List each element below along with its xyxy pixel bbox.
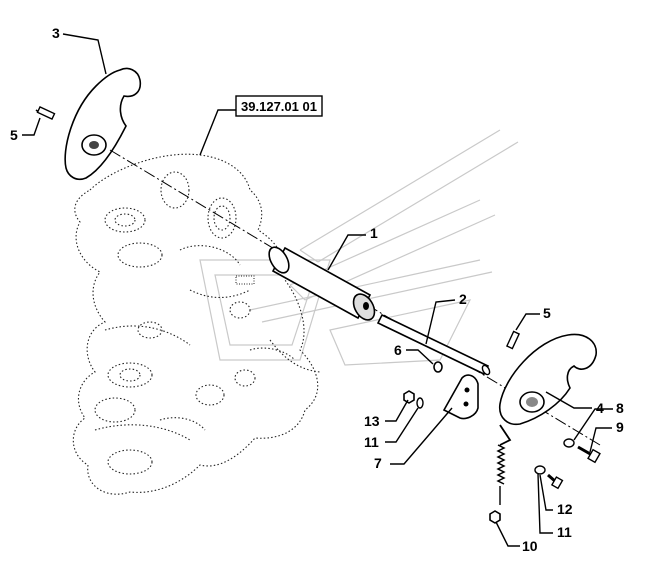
gearbox-housing-outline — [72, 153, 321, 495]
callout-3: 3 — [52, 25, 60, 41]
callout-8: 8 — [616, 400, 624, 416]
cover-plate-part-4 — [498, 333, 597, 426]
nut-part-13 — [403, 390, 415, 404]
spring-part — [496, 424, 512, 505]
callout-6: 6 — [394, 342, 402, 358]
callout-5-right: 5 — [543, 305, 551, 321]
watermark-logo — [199, 129, 519, 366]
callout-7: 7 — [374, 455, 382, 471]
callout-2: 2 — [459, 291, 467, 307]
bolt-part-12 — [547, 473, 564, 490]
pin-part-5-right — [505, 330, 521, 350]
pin-part-5-upper — [35, 105, 56, 121]
bracket-part-7 — [442, 374, 479, 420]
callout-5-upper: 5 — [10, 127, 18, 143]
callout-11-left: 11 — [364, 434, 379, 450]
callout-1: 1 — [370, 225, 378, 241]
callout-10: 10 — [522, 538, 538, 554]
leader-lines — [22, 33, 613, 547]
callout-labels: 3 5 1 2 5 6 4 8 9 13 11 7 12 11 10 — [10, 25, 624, 554]
reference-box[interactable]: 39.127.01 01 — [235, 95, 323, 117]
washer-part-11-left — [416, 397, 424, 409]
callout-12: 12 — [557, 501, 573, 517]
reference-box-label: 39.127.01 01 — [241, 99, 317, 114]
callout-13: 13 — [364, 413, 380, 429]
callout-4: 4 — [596, 400, 604, 416]
cover-plate-part-3 — [64, 67, 142, 181]
washer-part-11-right — [534, 465, 546, 475]
callout-9: 9 — [616, 419, 624, 435]
roller-part-1 — [268, 246, 376, 321]
washer-part-6 — [433, 361, 443, 373]
washer-part-8 — [563, 438, 575, 448]
shaft-part-2 — [376, 313, 491, 376]
bolt-part-9 — [577, 445, 601, 464]
callout-11-right: 11 — [557, 524, 572, 540]
nut-part-10 — [489, 510, 501, 524]
